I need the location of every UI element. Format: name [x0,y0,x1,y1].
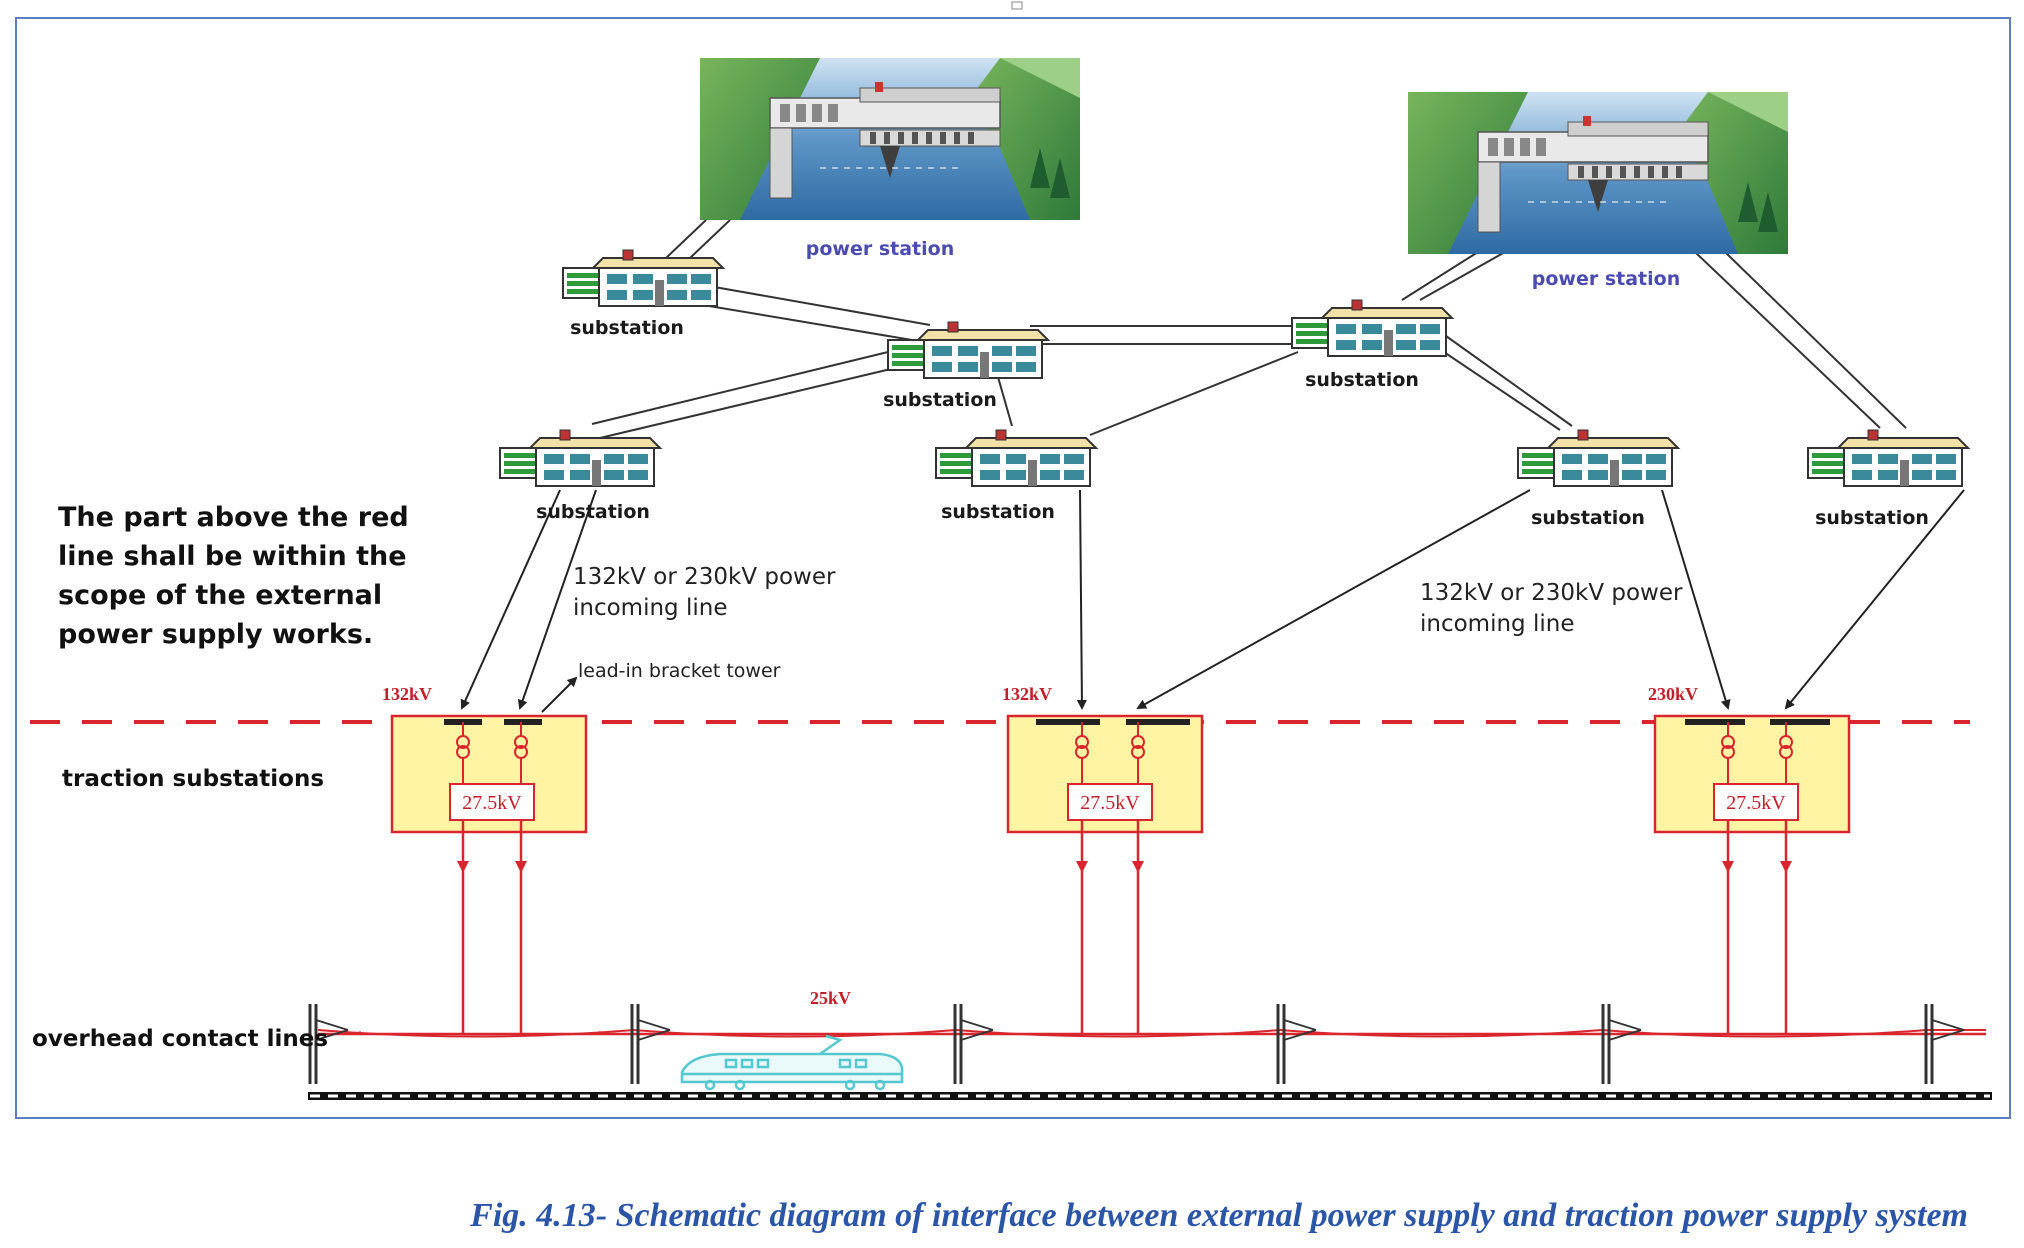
output-voltage-label: 27.5kV [1080,792,1140,814]
resize-handle[interactable] [1011,1,1023,10]
substation-2: substation [883,321,1049,411]
scope-note: The part above the red line shall be wit… [58,502,409,650]
ocl-voltage-label: 25kV [810,988,851,1008]
power-station-2: power station [1407,91,1789,290]
lead-in-bracket-label: lead-in bracket tower [578,660,781,682]
scope-note-line: line shall be within the [58,541,407,572]
input-voltage-label: 132kV [1002,684,1052,704]
input-voltage-label: 132kV [382,684,432,704]
incoming-label-line: 132kV or 230kV power [573,564,836,590]
substation-label: substation [941,501,1055,523]
traction-substation-1: 132kV 27.5kV [382,684,588,1034]
traction-substation-2: 132kV 27.5kV [1002,684,1204,1034]
incoming-label-line: incoming line [573,595,727,621]
traction-substations-label: traction substations [62,766,324,792]
power-station-1: power station [699,57,1081,260]
input-voltage-label: 230kV [1648,684,1698,704]
transmission-lines [591,219,1907,439]
power-station-label: power station [806,238,954,260]
train-icon [680,1034,904,1091]
overhead-contact-lines [308,1004,1986,1084]
output-voltage-label: 27.5kV [462,792,522,814]
overhead-contact-lines-label: overhead contact lines [32,1026,328,1052]
scope-note-line: scope of the external [58,580,382,611]
scope-note-line: The part above the red [58,502,409,533]
substation-6: substation [1517,429,1679,529]
figure-caption: Fig. 4.13- Schematic diagram of interfac… [469,1197,1968,1234]
incoming-label-right: 132kV or 230kV power incoming line [1420,580,1683,637]
substation-label: substation [883,389,997,411]
substation-5: substation [935,429,1097,523]
substation-label: substation [570,317,684,339]
output-voltage-label: 27.5kV [1726,792,1786,814]
scope-note-line: power supply works. [58,619,373,650]
substation-7: substation [1807,429,1969,529]
figure-frame [15,17,2011,1119]
incoming-lines [460,489,1965,713]
substation-1: substation [562,249,724,339]
substation-3: substation [1291,299,1453,391]
substation-label: substation [1531,507,1645,529]
substation-label: substation [536,501,650,523]
traction-substation-3: 230kV 27.5kV [1648,684,1851,1034]
incoming-label-left: 132kV or 230kV power incoming line [573,564,836,621]
power-station-label: power station [1532,268,1680,290]
incoming-label-line: 132kV or 230kV power [1420,580,1683,606]
railway-track [308,1092,1992,1100]
substation-label: substation [1815,507,1929,529]
substation-4: substation [499,429,661,523]
incoming-label-line: incoming line [1420,611,1574,637]
substation-label: substation [1305,369,1419,391]
